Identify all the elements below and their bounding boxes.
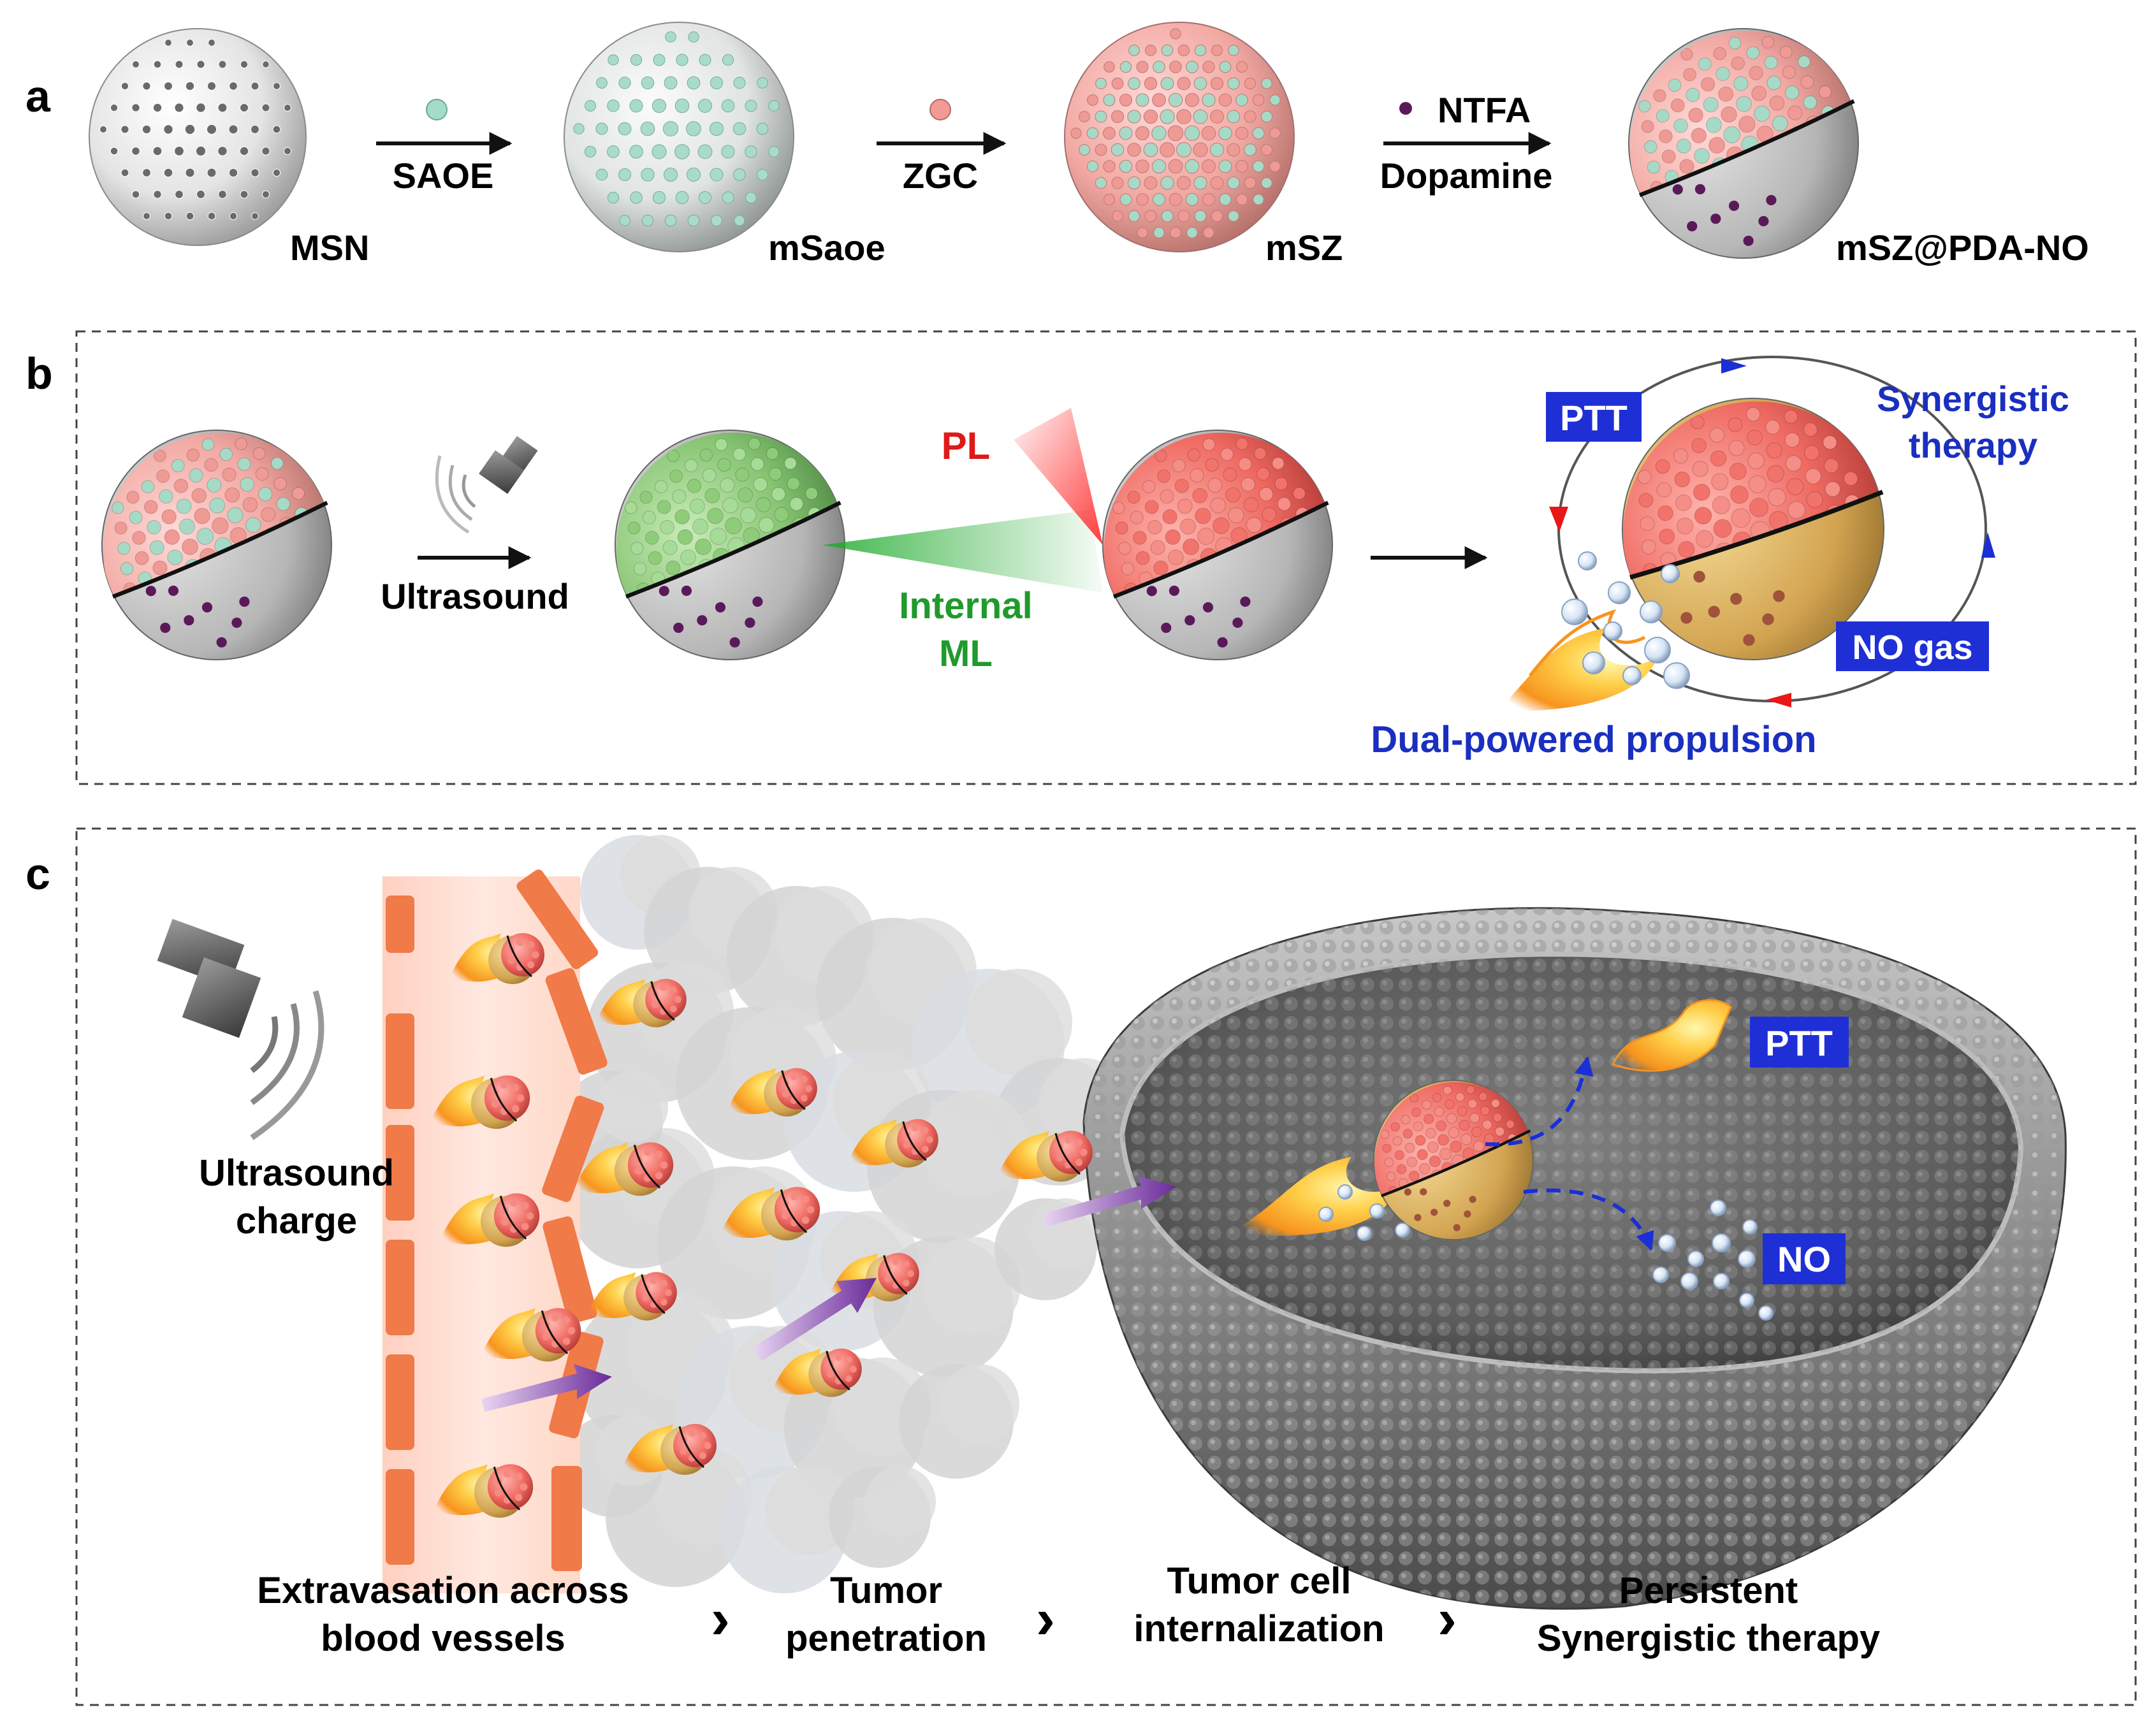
ultrasound-charge-transducer-icon [157, 918, 324, 1140]
label-ultrasound-charge-1: Ultrasound [199, 1152, 394, 1194]
label-ultrasound-charge-2: charge [236, 1200, 357, 1242]
panel-b-frame [75, 330, 2137, 785]
ptt-badge [1546, 392, 1642, 442]
label-no-gas: NO gas [1852, 628, 1972, 667]
step-separator-2: › [1036, 1587, 1055, 1651]
internalized-nanomotor [1230, 1080, 1534, 1241]
cycle-arrow-left [1549, 507, 1568, 532]
panel-c-frame [75, 827, 2137, 1706]
step-3-line1: Tumor cell [1167, 1560, 1351, 1602]
tumor-cell [1082, 907, 2067, 1610]
janus-propelled-particle [1498, 397, 1884, 711]
label-zgc: ZGC [903, 156, 978, 196]
label-dopamine: Dopamine [1380, 156, 1553, 196]
janus-green-emission [615, 430, 845, 660]
nanomotor-swarm [430, 933, 1093, 1518]
step-1-line1: Extravasation across [257, 1570, 629, 1611]
cycle-arrow-top [1721, 358, 1747, 373]
janus-red-emission [1102, 430, 1333, 660]
movement-arrows [481, 1176, 1176, 1412]
ultrasound-transducer-icon [435, 435, 538, 534]
label-therapy: therapy [1909, 425, 2037, 465]
msaoe-sphere [564, 22, 794, 252]
no-gas-badge [1836, 621, 1989, 671]
ptt-flame-icon [1611, 999, 1732, 1072]
ntfa-dot-icon [1399, 102, 1412, 115]
label-ntfa: NTFA [1438, 90, 1531, 130]
step-1-line2: blood vessels [321, 1618, 565, 1659]
step-3-line2: internalization [1133, 1608, 1384, 1650]
cycle-arrow-right [1981, 532, 1995, 558]
label-ultrasound: Ultrasound [381, 576, 569, 616]
arrow-to-ptt [1485, 1056, 1594, 1147]
pl-beam [1014, 408, 1103, 545]
label-ml: ML [939, 633, 993, 674]
step-separator-3: › [1438, 1587, 1457, 1651]
label-msaoe: mSaoe [768, 228, 885, 268]
step-4-line1: Persistent [1619, 1570, 1798, 1611]
label-pl: PL [942, 424, 991, 467]
label-internal: Internal [899, 585, 1033, 627]
no-gas-bubbles [1652, 1200, 1774, 1321]
mszpdano-janus-particle [1628, 28, 1859, 259]
ptt-badge-c [1750, 1017, 1849, 1068]
panel-a-letter: a [25, 71, 51, 121]
msn-sphere [89, 28, 307, 246]
label-saoe: SAOE [393, 156, 494, 196]
step-2-line2: penetration [785, 1618, 987, 1659]
step-separator-1: › [711, 1587, 730, 1651]
label-synergistic: Synergistic [1877, 379, 2069, 419]
no-badge-c [1763, 1233, 1846, 1284]
step-2-line1: Tumor [830, 1570, 942, 1611]
panel-c-letter: c [25, 849, 50, 899]
label-no-c: NO [1777, 1239, 1831, 1279]
step-4-line2: Synergistic therapy [1537, 1618, 1880, 1659]
label-ptt-b: PTT [1560, 398, 1628, 438]
msz-sphere [1064, 22, 1295, 252]
label-msz: mSZ [1265, 228, 1343, 268]
panel-b-letter: b [25, 349, 53, 398]
label-propulsion: Dual-powered propulsion [1371, 719, 1816, 760]
saoe-dot-icon [426, 99, 448, 120]
label-mszpdano: mSZ@PDA-NO [1836, 228, 2089, 268]
label-ptt-c: PTT [1765, 1023, 1833, 1063]
zgc-dot-icon [929, 99, 951, 120]
arrow-to-no [1523, 1188, 1654, 1251]
label-msn: MSN [290, 228, 369, 268]
janus-before-ultrasound [101, 430, 332, 660]
cycle-arrow-bottom [1766, 693, 1791, 707]
internal-ml-beam [822, 510, 1103, 593]
